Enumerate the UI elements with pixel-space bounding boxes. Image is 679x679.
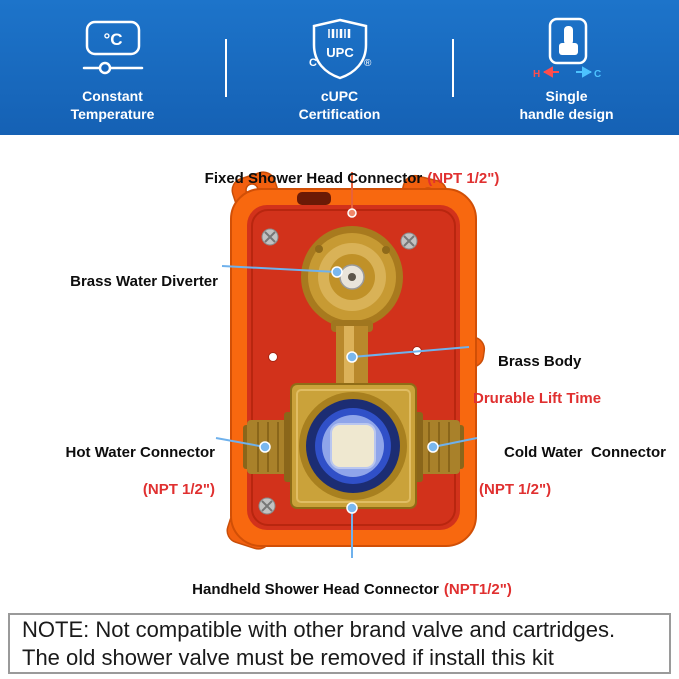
thermostat-icon-text: °C [103,30,122,49]
label-handheld-shower-connector: Handheld Shower Head Connector(NPT1/2") [0,564,679,615]
label-spec: (NPT 1/2") [479,481,552,498]
label-text: Fixed Shower Head Connector [204,170,423,187]
shield-c-text: C [309,57,317,69]
note-line-2: The old shower valve must be removed if … [22,645,554,670]
note-line-1: NOTE: Not compatible with other brand va… [22,617,616,642]
shield-upc-text: UPC [326,45,354,60]
label-text: Hot Water Connector [65,444,215,461]
brass-diverter [301,226,403,328]
handle-cold-text: C [594,69,601,80]
feature-banner: °C Constant Temperature [0,0,679,135]
label-spec: (NPT 1/2") [142,481,215,498]
banner-divider [225,38,227,97]
feature-single-handle: H C Single handle design [454,0,679,135]
banner-divider [452,38,454,97]
shield-r-text: ® [364,58,372,69]
feature-label-cupc: cUPC Certification [298,88,381,122]
feature-constant-temperature: °C Constant Temperature [0,0,225,135]
label-text: Brass Body [498,353,582,370]
label-text: Brass Water Diverter [70,273,218,290]
single-handle-icon: H C [532,14,602,84]
label-text: Handheld Shower Head Connector [192,581,439,598]
leader-dot-fixed [347,208,357,218]
feature-cupc-certification: UPC C ® cUPC Certification [227,0,452,135]
thermostat-icon: °C [76,14,150,84]
housing-screws [258,228,418,515]
label-spec: (NPT1/2") [443,581,512,598]
leader-lines [215,265,478,558]
product-area: Fixed Shower Head Connector(NPT 1/2") Br… [0,135,679,612]
product-illustration [215,171,486,558]
handle-hot-text: H [533,69,540,80]
valve-cartridge [290,383,417,509]
label-spec: (NPT 1/2") [427,170,500,187]
label-hot-water-connector: Hot Water Connector (NPT 1/2") [0,427,215,532]
label-cold-water-connector: Cold Water Connector (NPT 1/2") [479,427,666,532]
feature-label-constant-temperature: Constant Temperature [70,88,155,122]
leader-dots [259,266,439,514]
label-brass-body: Brass Body Drurable Lift Time [473,336,601,441]
label-brass-water-diverter: Brass Water Diverter [0,256,218,307]
note-box: NOTE: Not compatible with other brand va… [8,613,671,674]
cupc-shield-icon: UPC C ® [306,14,374,84]
label-spec: Drurable Lift Time [473,390,602,407]
feature-label-single-handle: Single handle design [519,88,614,122]
label-fixed-shower-connector: Fixed Shower Head Connector(NPT 1/2") [0,153,679,204]
label-text: Cold Water Connector [504,444,666,461]
